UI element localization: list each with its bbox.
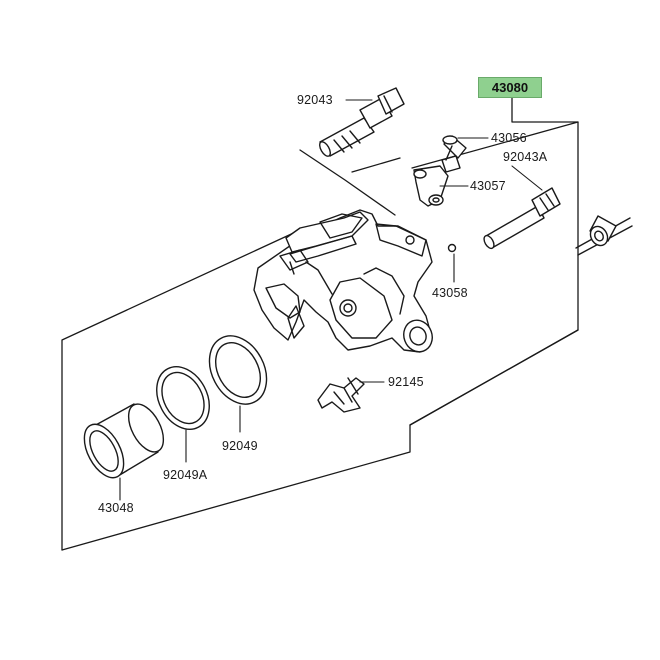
part-label-92043A: 92043A [503,150,548,164]
bleeder-valve-43056 [441,135,467,173]
pad-spring-92145 [317,377,365,413]
ball-43058 [447,243,457,253]
seal-92049A [156,366,210,430]
sleeve-part [575,215,633,256]
part-label-92145: 92145 [388,375,424,389]
part-label-92043: 92043 [297,93,333,107]
pin-bolt-92043 [319,87,405,157]
part-label-92049A: 92049A [163,468,208,482]
part-label-43057: 43057 [470,179,506,193]
seal-92049 [208,335,268,405]
part-label-43048: 43048 [98,501,134,515]
part-label-43056: 43056 [491,131,527,145]
bracket-43057 [413,165,449,207]
leader-lines [119,99,543,501]
assembly-number-badge: 43080 [478,77,542,98]
pin-92043A [483,187,561,250]
piston-43048 [83,403,165,479]
part-label-43058: 43058 [432,286,468,300]
part-label-92049: 92049 [222,439,258,453]
caliper-body [253,209,433,353]
assembly-boundary [61,95,579,551]
